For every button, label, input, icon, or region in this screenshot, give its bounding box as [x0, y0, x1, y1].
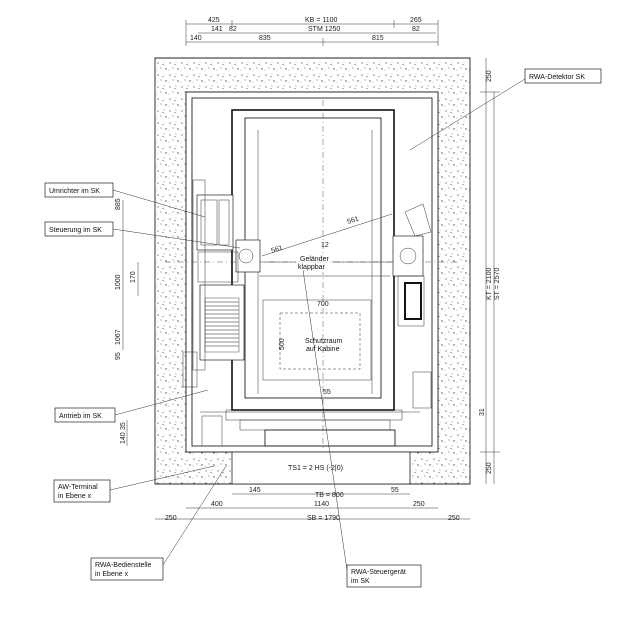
dim-stm: STM 1250: [308, 26, 340, 33]
svg-text:RWA-Detektor SK: RWA-Detektor SK: [529, 74, 585, 81]
dim-400: 400: [211, 501, 223, 508]
dim-st: ST = 2570: [494, 268, 501, 300]
left-dims: 885 170 1000 1067 95 140 35: [115, 198, 137, 444]
callout-umrichter: Umrichter im SK: [44, 182, 114, 198]
svg-text:AW-Terminal: AW-Terminal: [58, 484, 98, 491]
dim-82b: 82: [412, 26, 420, 33]
dim-500: 500: [279, 338, 286, 350]
label-schutzraum-2: auf Kabine: [306, 346, 340, 353]
leader-lines: [109, 78, 526, 571]
svg-text:in Ebene x: in Ebene x: [95, 571, 129, 578]
dim-815: 815: [372, 35, 384, 42]
label-gelaender-2: klappbar: [298, 264, 326, 271]
dim-sb: SB = 1790: [307, 515, 340, 522]
callout-rwa-steuergeraet: RWA-Steuergerät im SK: [346, 564, 422, 588]
dim-250-top: 250: [486, 70, 493, 82]
svg-text:in Ebene x: in Ebene x: [58, 493, 92, 500]
dim-250-b2: 250: [165, 515, 177, 522]
right-dim-lines: [480, 58, 500, 484]
right-equipment: [392, 203, 432, 409]
dim-55-bottom: 55: [391, 487, 399, 494]
dim-265: 265: [410, 17, 422, 24]
label-ts1: TS1 = 2 HS (-2|0): [288, 465, 343, 472]
dim-250-b3: 250: [448, 515, 460, 522]
dim-35: 35: [120, 422, 127, 430]
dim-170: 170: [130, 271, 137, 283]
callout-rwa-detektor: RWA-Detektor SK: [524, 68, 602, 84]
svg-text:RWA-Steuergerät: RWA-Steuergerät: [351, 569, 406, 576]
dim-561-b: 561: [270, 245, 283, 255]
svg-text:im SK: im SK: [351, 578, 370, 585]
dim-425: 425: [208, 17, 220, 24]
label-schutzraum-1: Schutzraum: [305, 338, 343, 345]
top-dim-lines: [185, 20, 439, 46]
dim-1067: 1067: [115, 329, 122, 345]
dim-145: 145: [249, 487, 261, 494]
dim-835: 835: [259, 35, 271, 42]
dim-55-inner: 55: [323, 389, 331, 396]
dim-12: 12: [321, 242, 329, 249]
dim-885: 885: [115, 198, 122, 210]
inner-dims: 561 561 12 700 500 55: [270, 216, 359, 396]
right-dims: 250 KT = 2100 ST = 2570 250 31: [479, 70, 501, 474]
bottom-dim-lines: [155, 493, 470, 520]
callout-antrieb: Antrieb im SK: [54, 407, 116, 423]
dim-82a: 82: [229, 26, 237, 33]
bottom-dims: 145 TB = 800 55 400 1140 250 250 SB = 17…: [165, 487, 460, 522]
callout-steuerung: Steuerung im SK: [44, 221, 114, 237]
svg-text:Umrichter im SK: Umrichter im SK: [49, 188, 100, 195]
dim-561-a: 561: [346, 216, 359, 226]
dim-250-bottom: 250: [486, 462, 493, 474]
callout-aw-terminal: AW-Terminal in Ebene x: [53, 479, 111, 503]
dim-31: 31: [479, 408, 486, 416]
dim-tb: TB = 800: [315, 492, 344, 499]
inner-labels: Geländer klappbar Schutzraum auf Kabine …: [288, 253, 343, 472]
left-equipment: [182, 179, 261, 388]
left-dim-lines: [122, 200, 139, 446]
dim-1000: 1000: [115, 274, 122, 290]
svg-text:Antrieb im SK: Antrieb im SK: [59, 413, 102, 420]
label-gelaender-1: Geländer: [300, 256, 329, 263]
dim-1140: 1140: [314, 501, 329, 508]
dim-140-left: 140: [120, 432, 127, 444]
dim-700: 700: [317, 301, 329, 308]
callout-rwa-bedienstelle: RWA-Bedienstelle in Ebene x: [90, 557, 164, 581]
dim-95: 95: [115, 352, 122, 360]
svg-text:Steuerung im SK: Steuerung im SK: [49, 227, 102, 234]
dim-250-b1: 250: [413, 501, 425, 508]
dim-140: 140: [190, 35, 202, 42]
svg-text:RWA-Bedienstelle: RWA-Bedienstelle: [95, 562, 152, 569]
top-dims: 425 KB = 1100 265 141 82 STM 1250 82 140…: [190, 17, 422, 42]
dim-141: 141: [211, 26, 223, 33]
dim-kb: KB = 1100: [305, 17, 337, 24]
dim-kt: KT = 2100: [486, 268, 493, 300]
door-sill: [200, 409, 420, 447]
